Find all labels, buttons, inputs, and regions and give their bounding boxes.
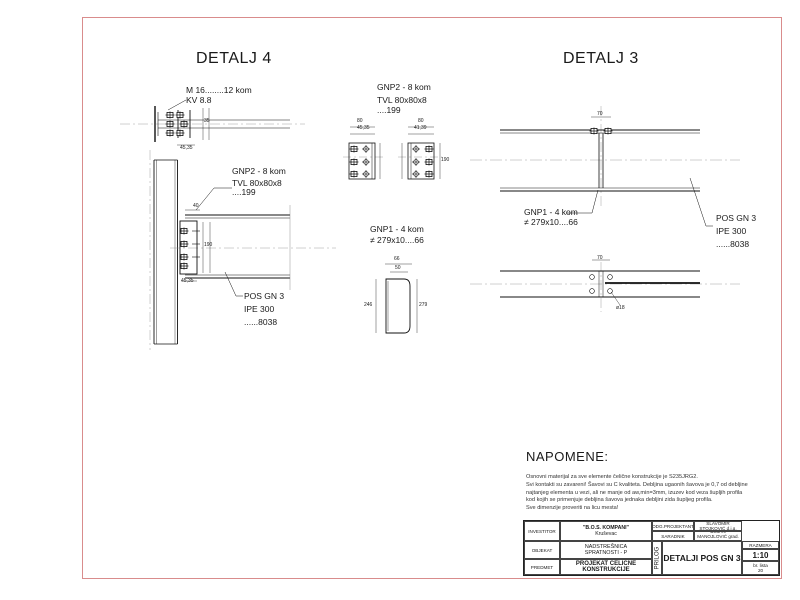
note-line: Osnovni materijal za sve elemente čeličn… bbox=[526, 474, 698, 480]
detail4-bolts-label: M 16........12 kom bbox=[186, 85, 252, 95]
detail4-dim-45-35-top: 45,35 bbox=[180, 145, 193, 151]
investitor-cell: "B.O.S. KOMPANI" Kruševac bbox=[560, 521, 652, 541]
saradnik-name: BOJAN MANOJLOVIĆ grad. teh. bbox=[694, 531, 742, 541]
list-cell: br. lista 20 bbox=[742, 561, 779, 575]
detail3-title: DETALJ 3 bbox=[563, 50, 639, 67]
note-line: najtanjeg elementa u vezi, ali ne manje … bbox=[526, 489, 743, 496]
detail3-gnp1-profile: ≠ 279x10....66 bbox=[524, 217, 578, 227]
objekat-sub: SPRATNOSTI - P bbox=[584, 550, 628, 556]
detail3-pos-profile: IPE 300 bbox=[716, 226, 747, 236]
middle-dim-190: 190 bbox=[441, 157, 450, 163]
detail4-dim-40: 40 bbox=[193, 203, 199, 209]
title-block: INVESTITOR "B.O.S. KOMPANI" Kruševac ODG… bbox=[523, 520, 780, 576]
middle-dim-45-35: 45,35 bbox=[357, 125, 370, 131]
prilog-label: PRILOG bbox=[652, 541, 662, 575]
odg-label: ODG.PROJEKTANT bbox=[652, 521, 694, 531]
detail3-dim-hole: ø18 bbox=[616, 305, 625, 311]
middle-dim-246: 246 bbox=[364, 302, 373, 308]
middle-dim-80-right: 80 bbox=[418, 118, 424, 124]
notes-text: Osnovni materijal za sve elemente čeličn… bbox=[526, 474, 781, 513]
middle-dim-66: 66 bbox=[394, 256, 400, 262]
razmera-label: RAZMERA bbox=[742, 541, 779, 549]
detail4-gnp2-length: ....199 bbox=[232, 187, 256, 197]
middle-dim-41-39: 41,39 bbox=[414, 125, 427, 131]
detail3-gnp1-label: GNP1 - 4 kom bbox=[524, 207, 578, 217]
detail4-pos-label: POS GN 3 bbox=[244, 291, 285, 301]
saradnik-label: SARADNIK bbox=[652, 531, 694, 541]
detail4-gnp2-profile: TVL 80x80x8 bbox=[232, 178, 282, 188]
middle-gnp1-profile: ≠ 279x10....66 bbox=[370, 235, 424, 245]
detail3-dim-70-bottom: 70 bbox=[597, 255, 603, 261]
list-label: br. lista bbox=[753, 563, 768, 568]
middle-gnp2-profile: TVL 80x80x8 bbox=[377, 95, 427, 105]
detail3-dim-70-top: 70 bbox=[597, 111, 603, 117]
detail4-title: DETALJ 4 bbox=[196, 50, 272, 67]
detail3-pos-label: POS GN 3 bbox=[716, 213, 757, 223]
note-line: kod kojih se primenjuje debljina šavova … bbox=[526, 497, 713, 504]
list-value: 20 bbox=[757, 568, 764, 573]
detail3-pos-length: ......8038 bbox=[716, 239, 750, 249]
detail4-dim-35: 35 bbox=[204, 118, 210, 124]
objekat-name: NADSTREŠNICA bbox=[584, 544, 628, 550]
odg-name: SLAVOMIR STOJKOVIĆ d.i.g. bbox=[694, 521, 742, 531]
investitor-city: Kruševac bbox=[595, 531, 617, 537]
detail4-drawing bbox=[120, 99, 336, 350]
note-line: Sve dimenzije proveriti na licu mesta! bbox=[526, 505, 619, 512]
investitor-name: "B.O.S. KOMPANI" bbox=[582, 525, 630, 531]
prilog-text: PRILOG bbox=[654, 546, 660, 570]
notes-title: NAPOMENE: bbox=[526, 449, 609, 464]
detail4-dim-45-35-bottom: 45,35 bbox=[181, 278, 194, 284]
middle-dim-50: 50 bbox=[395, 265, 401, 271]
detail4-bolts-class: KV 8.8 bbox=[186, 95, 212, 105]
investitor-label: INVESTITOR bbox=[524, 521, 560, 541]
objekat-label: OBJEKAT bbox=[524, 541, 560, 559]
detail3-drawing bbox=[470, 106, 740, 312]
objekat-cell: NADSTREŠNICA SPRATNOSTI - P bbox=[560, 541, 652, 559]
detail4-gnp2-label: GNP2 - 8 kom bbox=[232, 166, 286, 176]
detail4-pos-length: ......8038 bbox=[244, 317, 278, 327]
note-line: Svi kontakti su zavareni! Šavovi su C kv… bbox=[526, 481, 748, 488]
drawing-frame bbox=[82, 17, 782, 579]
detail4-pos-profile: IPE 300 bbox=[244, 304, 275, 314]
middle-details-drawing bbox=[343, 126, 442, 334]
middle-dim-279: 279 bbox=[419, 302, 428, 308]
middle-gnp2-length: ....199 bbox=[377, 105, 401, 115]
razmera-value: 1:10 bbox=[742, 549, 779, 561]
predmet-name: PROJEKAT ČELIČNE KONSTRUKCIJE bbox=[560, 559, 652, 575]
middle-dim-80-left: 80 bbox=[357, 118, 363, 124]
drawing-title: DETALJI POS GN 3 bbox=[662, 541, 742, 575]
detail4-dim-190: 190 bbox=[204, 242, 213, 248]
middle-gnp1-label: GNP1 - 4 kom bbox=[370, 224, 424, 234]
middle-gnp2-label: GNP2 - 8 kom bbox=[377, 82, 431, 92]
predmet-label: PREDMET bbox=[524, 559, 560, 575]
